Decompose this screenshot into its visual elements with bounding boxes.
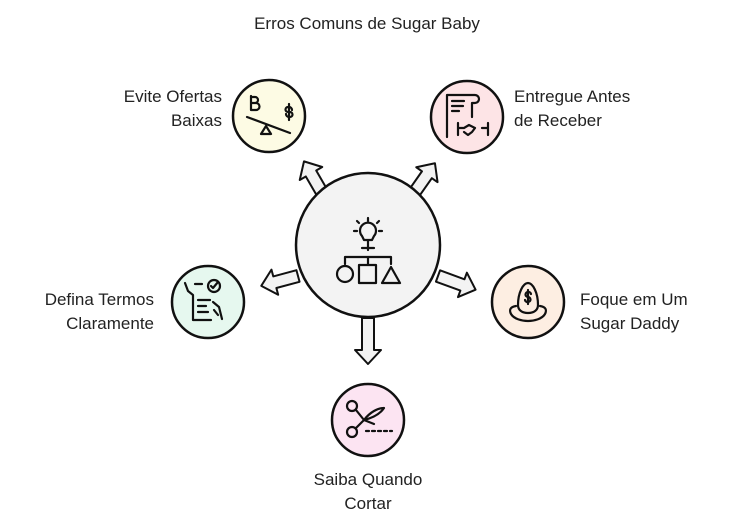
node-circle-offers[interactable] — [231, 78, 307, 154]
document-check-icon — [183, 278, 224, 322]
label-line: Claramente — [66, 314, 154, 333]
idea-hierarchy-icon — [335, 216, 402, 285]
label-line: Defina Termos — [44, 290, 154, 309]
contract-handshake-icon — [445, 93, 490, 139]
label-line: Baixas — [170, 111, 222, 130]
label-line: Saiba Quando — [313, 470, 423, 489]
label-line: Foque em Um — [580, 290, 688, 309]
node-label-terms: Defina Termos Claramente — [45, 288, 154, 336]
currency-balance-icon — [245, 94, 294, 136]
node-circle-deliver[interactable] — [429, 79, 505, 155]
label-line: Cortar — [344, 494, 392, 513]
node-label-deliver: Entregue Antes de Receber — [514, 85, 630, 133]
node-label-focus: Foque em Um Sugar Daddy — [580, 288, 688, 336]
arrow — [354, 317, 382, 365]
nest-egg-icon — [508, 281, 548, 323]
label-line: Evite Ofertas — [123, 87, 222, 106]
arrow — [260, 268, 301, 296]
label-line: Sugar Daddy — [580, 314, 680, 333]
node-label-offers: Evite Ofertas Baixas — [124, 85, 222, 133]
arrow — [434, 269, 477, 299]
diagram-title: Erros Comuns de Sugar Baby — [254, 14, 480, 33]
label-line: de Receber — [514, 111, 602, 130]
node-circle-terms[interactable] — [170, 264, 246, 340]
scissors-icon — [345, 399, 394, 439]
node-label-cut: Saiba Quando Cortar — [268, 468, 468, 516]
label-line: Entregue Antes — [514, 87, 631, 106]
